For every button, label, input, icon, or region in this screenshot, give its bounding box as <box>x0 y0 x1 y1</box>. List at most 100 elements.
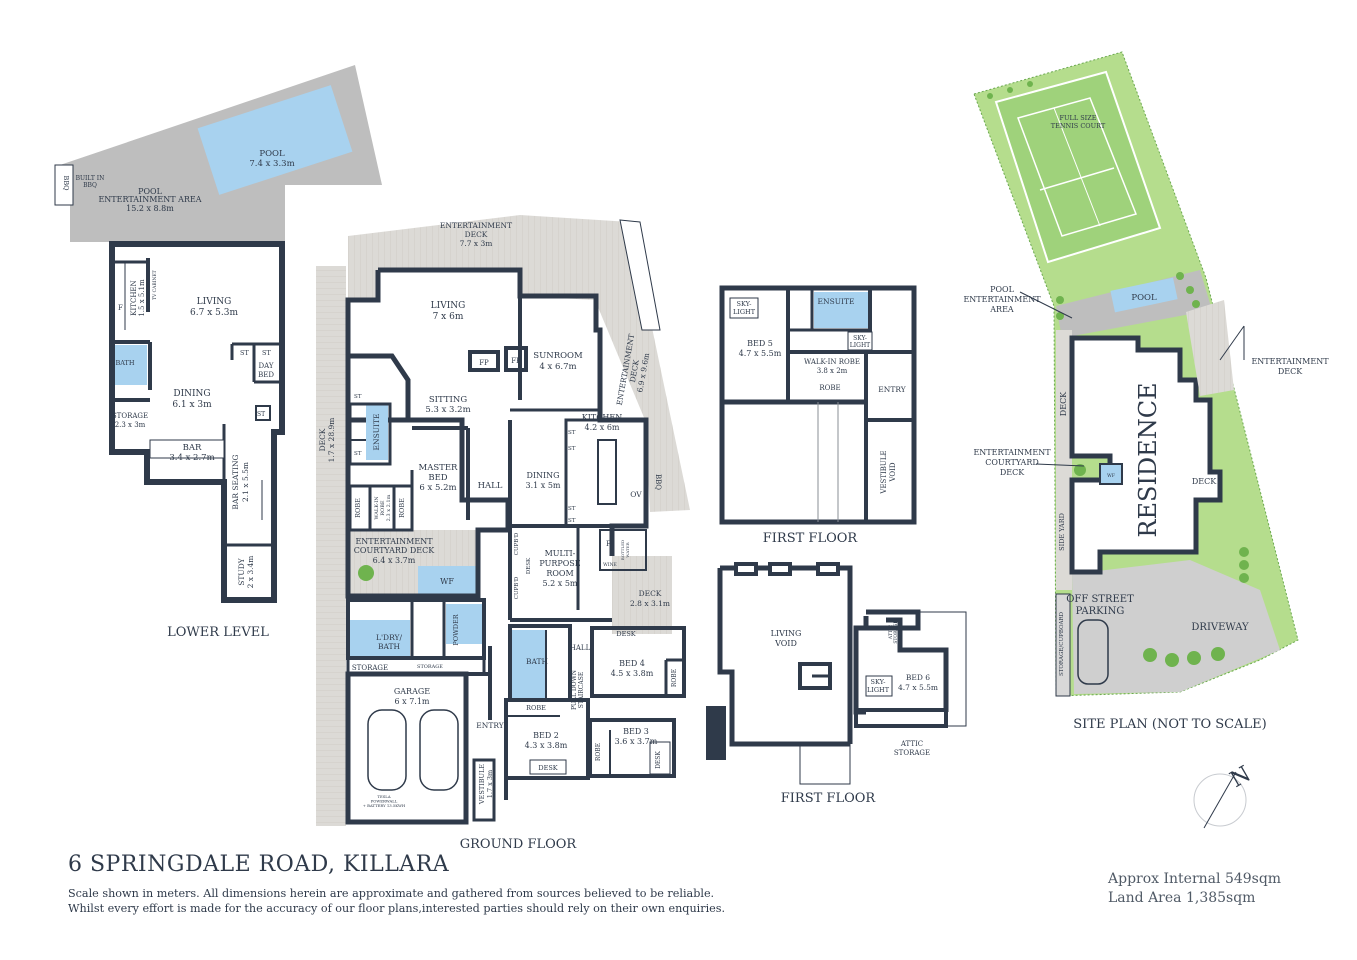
ground-entertainment-deck <box>348 215 690 512</box>
ground-stair-label: PULL DOWNSTAIRCASE <box>571 670 585 710</box>
lower-st1-label: ST <box>240 349 249 357</box>
ground-robe-b2-label: ROBE <box>526 704 546 712</box>
site-pool <box>1110 277 1178 313</box>
ground-wf <box>418 566 476 594</box>
lower-study-label: STUDY2 x 3.4m <box>237 556 255 589</box>
ground-fp1-label: FP <box>479 359 489 367</box>
ground-bath-label: BATH <box>526 657 549 666</box>
ground-ov-label: OV <box>630 490 642 499</box>
first-a-void-label: VESTIBULEVOID <box>880 450 897 494</box>
ground-wf-label: WF <box>440 577 454 586</box>
first-b-attic1-label: ATTICSTORAGE <box>888 620 899 643</box>
site-residence <box>1069 335 1223 575</box>
ground-robe3-label: ROBE <box>595 743 602 761</box>
site-deck2-label: DECK <box>1192 477 1217 486</box>
ground-powder <box>446 604 482 644</box>
ground-vestibule-label: VESTIBULE1.7 x 3m <box>478 764 494 805</box>
ground-st-label-1: ST <box>354 394 362 400</box>
lower-bar-seating-label: BAR SEATING2.1 x 5.5m <box>231 454 250 509</box>
lower-level-title: LOWER LEVEL <box>167 625 269 640</box>
ground-wine-label: WINE <box>603 562 617 568</box>
first-a-entry-label: ENTRY <box>878 385 906 394</box>
property-title: 6 SPRINGDALE ROAD, KILLARA <box>68 852 450 877</box>
ground-powder-label: POWDER <box>452 613 460 645</box>
ground-robe4-label: ROBE <box>671 669 678 687</box>
first-a-robe-label: ROBE <box>819 384 840 392</box>
ground-st-label-5: ST <box>568 506 576 512</box>
disclaimer: Scale shown in meters. All dimensions he… <box>68 886 725 916</box>
site-wf-label: WF <box>1107 473 1115 479</box>
ground-walkin-label: WALK-INROBE2.3 x 2.1m <box>374 494 392 521</box>
pool <box>197 85 353 195</box>
ground-desk2-label: DESK <box>538 764 557 772</box>
site-deck-label: DECK <box>1059 391 1068 416</box>
ground-st-label-6: ST <box>568 518 576 524</box>
land-area: Land Area 1,385sqm <box>1108 890 1256 906</box>
area-summary: Approx Internal 549sqm Land Area 1,385sq… <box>1108 870 1281 908</box>
ground-st-label-3: ST <box>568 430 576 436</box>
ground-laundry <box>350 620 410 658</box>
ground-ensuite-label: ENSUITE <box>372 414 381 451</box>
lower-bath-label: BATH <box>115 359 134 367</box>
ground-desk-mp-label: DESK <box>526 557 532 574</box>
lower-fridge-label: F <box>118 304 123 312</box>
site-tennis-court <box>994 70 1162 264</box>
disclaimer-line-1: Scale shown in meters. All dimensions he… <box>68 887 715 900</box>
ground-ldry-label: L'DRY/BATH <box>376 633 402 651</box>
ground-bbq-label: BBQ <box>654 474 662 490</box>
ground-st-label-2: ST <box>354 451 362 457</box>
ground-side-deck <box>316 266 346 826</box>
ground-fridge-label: F <box>606 540 611 548</box>
ground-garage <box>345 671 469 825</box>
first-a-skylight-label: SKY-LIGHT <box>733 300 756 316</box>
ground-robe-label: ROBE <box>354 498 362 518</box>
site-driveway-label: DRIVEWAY <box>1191 622 1249 633</box>
ground-cupb2-label: CUPB'D <box>514 576 520 599</box>
site-side-yard-label: SIDE YARD <box>1058 513 1066 551</box>
site-residence-label: RESIDENCE <box>1134 382 1162 537</box>
site-storage-label: STORAGE/CUPBOARD <box>1059 611 1065 676</box>
site-pool-label: POOL <box>1131 293 1157 303</box>
ground-deck-side-label: DECK1.7 x 28.9m <box>318 418 336 463</box>
ground-bath <box>512 630 546 698</box>
site-driveway <box>1072 560 1280 694</box>
first-a-skylight2-label: SKY-LIGHT <box>850 335 870 349</box>
ground-fp1 <box>468 350 500 372</box>
lower-tv-label: TV CABINET <box>152 270 158 300</box>
ground-hall2-label: HALL <box>570 644 591 652</box>
lower-st3-label: ST <box>257 411 265 418</box>
ground-desk3-label: DESK <box>655 751 662 769</box>
lower-bbq-label: BBQ <box>62 176 70 191</box>
lower-bath <box>115 345 147 385</box>
ground-entry-label: ENTRY <box>476 721 504 730</box>
first-a-ensuite <box>814 292 868 328</box>
ground-robe2-label: ROBE <box>398 498 406 518</box>
first-floor-a-title: FIRST FLOOR <box>763 531 859 546</box>
